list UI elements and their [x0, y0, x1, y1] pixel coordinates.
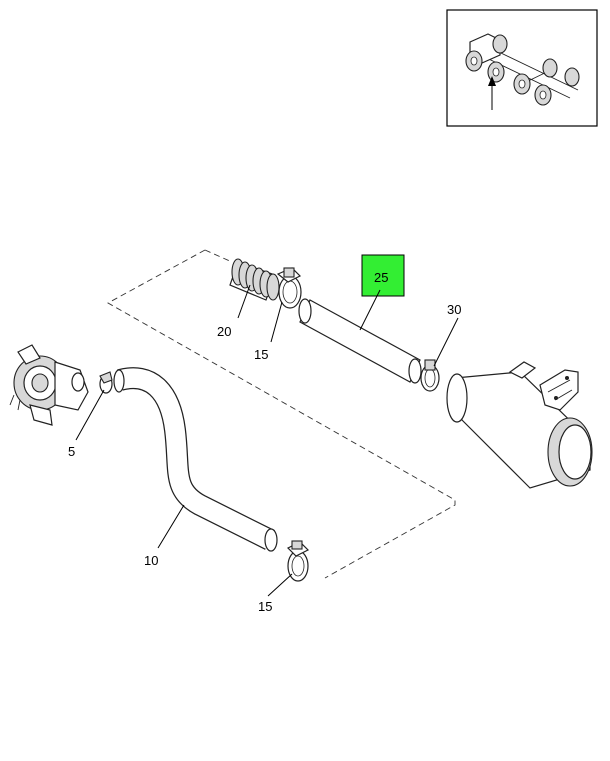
callout-25-highlight: [361, 254, 405, 297]
clamp-15-lower: [286, 540, 310, 582]
muffler-icon: [446, 361, 593, 489]
callout-5: 5: [68, 444, 75, 459]
turbocharger-icon: [9, 344, 89, 426]
callout-30: 30: [447, 302, 461, 317]
pipe-25: [298, 298, 422, 384]
pipe-10: [113, 367, 278, 552]
callout-20: 20: [217, 324, 231, 339]
clamp-30: [420, 359, 440, 392]
callout-25: 25: [374, 270, 388, 285]
leader-lines: [75, 284, 459, 597]
flex-bellows-20: [229, 258, 280, 301]
callout-15-upper: 15: [254, 347, 268, 362]
chassis-locator-icon: [446, 9, 598, 127]
callout-10: 10: [144, 553, 158, 568]
callout-15-lower: 15: [258, 599, 272, 614]
clamp-15-upper: [276, 267, 302, 309]
assembly-boundary: [107, 249, 456, 579]
clamp-5: [99, 371, 113, 394]
